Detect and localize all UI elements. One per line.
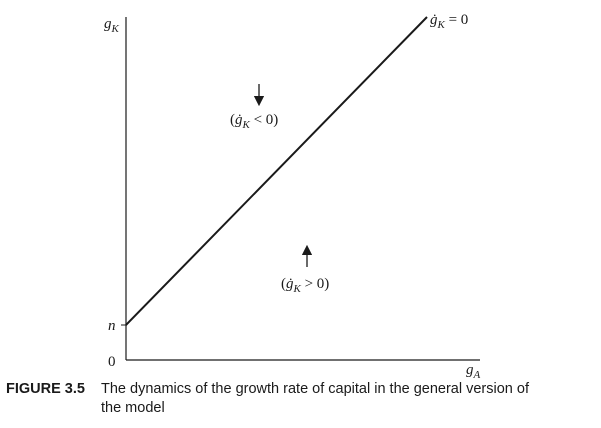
caption-text-1: The dynamics of the growth rate of capit… (101, 381, 529, 397)
figure-caption: FIGURE 3.5 The dynamics of the growth rat… (6, 380, 596, 418)
region-below-rest: > 0) (301, 276, 329, 292)
region-above-open: ( (230, 112, 235, 128)
region-above-rest: < 0) (250, 112, 278, 128)
region-above-label: (ġK < 0) (230, 112, 278, 131)
gk-dot-zero-line (125, 16, 428, 326)
y-axis-label-sub: K (111, 23, 120, 35)
caption-line-1: FIGURE 3.5 The dynamics of the growth rat… (6, 380, 596, 399)
y-axis-label: gK (104, 16, 120, 35)
x-axis-label-sub: A (473, 369, 481, 380)
region-below-label: (ġK > 0) (281, 276, 329, 295)
line-label-g: ġ (430, 12, 438, 28)
x-axis-label-main: g (466, 362, 474, 378)
region-above-sub: K (242, 119, 251, 131)
region-above-g: ġ (235, 112, 243, 128)
origin-label: 0 (108, 354, 116, 370)
x-axis-label: gA (466, 362, 481, 380)
line-label-sub: K (437, 19, 446, 31)
region-below-g: ġ (286, 276, 294, 292)
caption-text-2: the model (101, 400, 165, 416)
y-axis-label-main: g (104, 16, 112, 32)
caption-line-2: the model (6, 399, 596, 418)
line-label: ġK = 0 (430, 12, 468, 31)
intercept-label: n (108, 318, 116, 334)
line-label-eq: = 0 (445, 12, 468, 28)
region-below-open: ( (281, 276, 286, 292)
phase-diagram: gK gA 0 n ġK = 0 (ġK < 0) (ġK > 0) (104, 12, 481, 381)
region-below-sub: K (293, 283, 302, 295)
caption-label: FIGURE 3.5 (6, 381, 85, 397)
